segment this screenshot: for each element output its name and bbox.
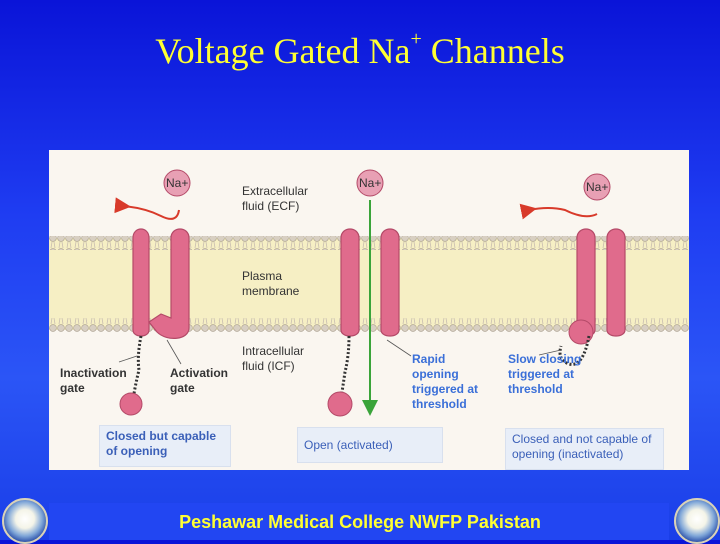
channel-diagram: Na+ Na+ Na+ Extracellular fluid (ECF) Pl…	[49, 150, 689, 470]
ion-label-3: Na+	[586, 180, 609, 194]
channel-closed	[114, 169, 191, 416]
caption-open: Open (activated)	[297, 427, 443, 463]
footer-text: Peshawar Medical College NWFP Pakistan	[179, 512, 541, 532]
ion-label-2: Na+	[359, 176, 382, 190]
inactivation-gate-label: Inactivation gate	[60, 366, 127, 395]
channel-inactivated	[519, 173, 626, 366]
rapid-opening-label: Rapid opening triggered at threshold	[412, 352, 479, 411]
slide-title: Voltage Gated Na+ Channels	[155, 28, 565, 71]
slow-closing-label: Slow closing triggered at threshold	[508, 352, 582, 396]
icf-label: Intracellular fluid (ICF)	[242, 344, 305, 373]
activation-gate-label: Activation gate	[170, 366, 229, 395]
footer-bar	[49, 503, 669, 540]
membrane-label: Plasma membrane	[242, 269, 300, 298]
college-seal-icon	[2, 498, 48, 544]
ecf-label: Extracellular fluid (ECF)	[242, 184, 309, 213]
channel-open	[327, 169, 412, 417]
diagram-graphics	[49, 169, 689, 417]
caption-inactivated: Closed and not capable of opening (inact…	[505, 428, 664, 470]
ion-label-1: Na+	[166, 176, 189, 190]
college-seal-icon	[674, 498, 720, 544]
caption-closed: Closed but capable of opening	[99, 425, 231, 467]
